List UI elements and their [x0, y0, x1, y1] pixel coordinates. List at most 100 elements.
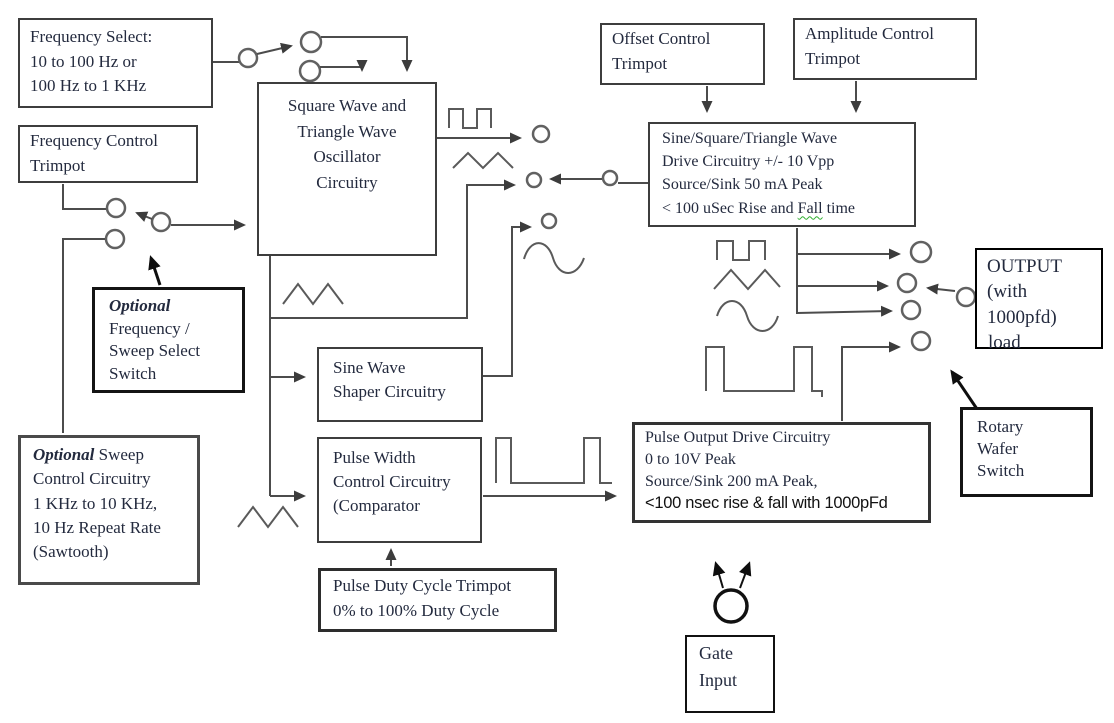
label: Circuitry: [316, 172, 378, 192]
label: Pulse Output Drive Circuitry: [645, 429, 831, 446]
label: Trimpot: [612, 53, 668, 73]
label: Offset Control: [612, 29, 711, 48]
gate-input-terminal: [712, 561, 752, 624]
label: Control Circuitry: [333, 471, 451, 491]
label: Sine/Square/Triangle Wave: [662, 130, 838, 147]
label: 10 Hz Repeat Rate: [33, 517, 161, 537]
label: (Sawtooth): [33, 542, 109, 562]
square-wave-icon: [448, 108, 492, 129]
label: Switch: [109, 363, 157, 383]
output-terminal-circle: [955, 286, 977, 308]
output-load-label: load: [988, 332, 1021, 353]
pulse-wave-icon: [495, 437, 612, 484]
triangle-feed-bus: [237, 282, 344, 529]
switch-wiper-arrow: [135, 211, 153, 222]
label: 100 Hz to 1 KHz: [30, 76, 147, 96]
rotary-switch-callout-arrow: [950, 369, 979, 410]
label: 0% to 100% Duty Cycle: [333, 600, 500, 620]
wire: [320, 60, 368, 72]
wave-drive-circuitry-box: Sine/Square/Triangle Wave Drive Circuitr…: [648, 122, 916, 227]
gate-input-box: Gate Input: [685, 635, 775, 713]
label: Frequency Control: [30, 131, 158, 150]
label: Oscillator: [313, 147, 381, 166]
label: Square Wave and: [287, 96, 407, 115]
label: Pulse Duty Cycle Trimpot: [333, 576, 512, 595]
label: Amplitude Control: [805, 24, 934, 43]
output-selector: [705, 228, 978, 421]
label: Input: [699, 670, 737, 690]
label: Sine Wave: [333, 358, 406, 377]
sweep-select-switch-box: Optional Frequency / Sweep Select Switch: [92, 287, 245, 393]
sine-wave-shaper-box: Sine Wave Shaper Circuitry: [317, 347, 483, 422]
label: Shaper Circuitry: [333, 381, 446, 401]
switch-wiper-circle: [150, 211, 172, 233]
pulse-duty-cycle-trimpot-box: Pulse Duty Cycle Trimpot 0% to 100% Duty…: [318, 568, 557, 632]
switch-contact-circle: [531, 124, 551, 144]
label: Optional: [109, 296, 171, 315]
square-wave-icon: [716, 240, 766, 261]
switch-wiper-arrow: [256, 42, 293, 55]
oscillator-outputs: [269, 108, 648, 377]
switch-contact-circle: [237, 47, 259, 69]
frequency-control-trimpot-box: Frequency Control Trimpot: [18, 125, 198, 183]
pulse-output-drive-box: Pulse Output Drive Circuitry 0 to 10V Pe…: [632, 422, 931, 523]
label: Pulse Width: [333, 448, 416, 467]
output-terminal-circle: [910, 330, 932, 352]
wire: [796, 305, 893, 317]
sawtooth-wave-icon: [237, 505, 299, 529]
gate-arrow: [712, 561, 726, 589]
offset-control-trimpot-box: Offset Control Trimpot: [600, 23, 765, 85]
pulse-width-wiring: [385, 437, 617, 566]
output-wiper-circle: [896, 272, 918, 294]
label: OUTPUT: [987, 256, 1062, 277]
label: Source/Sink 200 mA Peak,: [645, 472, 818, 490]
sweep-control-circuitry-box: Optional Sweep Control Circuitry 1 KHz t…: [18, 435, 200, 585]
switch-contact-circle: [540, 212, 558, 230]
amplitude-control-trimpot-box: Amplitude Control Trimpot: [793, 18, 977, 80]
label: Rotary: [977, 417, 1024, 436]
switch-contact-circle: [298, 59, 322, 83]
output-terminal-circle: [900, 299, 922, 321]
label: Frequency Select:: [30, 27, 153, 46]
label: Triangle Wave: [297, 121, 397, 141]
label: Optional Sweep: [33, 445, 144, 464]
gate-arrow: [739, 561, 752, 589]
wire: [62, 238, 105, 433]
label: 1000pfd): [987, 306, 1057, 328]
label: Wafer: [977, 439, 1019, 459]
pulse-wave-icon: [705, 346, 823, 397]
label: Drive Circuitry +/- 10 Vpp: [662, 153, 835, 171]
frequency-sweep-switch: [62, 184, 246, 433]
label: Trimpot: [30, 155, 86, 175]
label: Trimpot: [805, 48, 861, 68]
label: Gate: [699, 643, 733, 663]
switch-wiper-circle: [525, 171, 543, 189]
label: 10 to 100 Hz or: [30, 51, 137, 71]
label: Frequency /: [109, 318, 190, 338]
wire: [483, 221, 532, 377]
label: Source/Sink 50 mA Peak: [662, 176, 823, 194]
triangle-wave-icon: [452, 151, 514, 170]
wire: [269, 179, 516, 319]
frequency-select-box: Frequency Select: 10 to 100 Hz or 100 Hz…: [18, 18, 213, 108]
pulse-width-control-box: Pulse Width Control Circuitry (Comparato…: [317, 437, 482, 543]
triangle-wave-icon: [713, 268, 781, 291]
switch-contact-circle: [104, 228, 126, 250]
wire: [62, 184, 106, 210]
label: Control Circuitry: [33, 469, 151, 489]
gate-input-terminal: [713, 588, 749, 624]
label: 1 KHz to 10 KHz,: [33, 493, 158, 513]
sine-wave-icon: [523, 242, 585, 274]
label: (with: [987, 281, 1028, 303]
switch-contact-circle: [299, 30, 323, 54]
sine-wave-icon: [716, 300, 779, 332]
label: 0 to 10V Peak: [645, 450, 736, 468]
switch-contact-circle: [105, 197, 127, 219]
sweep-select-callout-arrow: [148, 255, 162, 286]
oscillator-box: Square Wave and Triangle Wave Oscillator…: [257, 82, 437, 256]
wire: [841, 341, 901, 421]
wire: [926, 283, 956, 295]
wire: [321, 36, 413, 72]
